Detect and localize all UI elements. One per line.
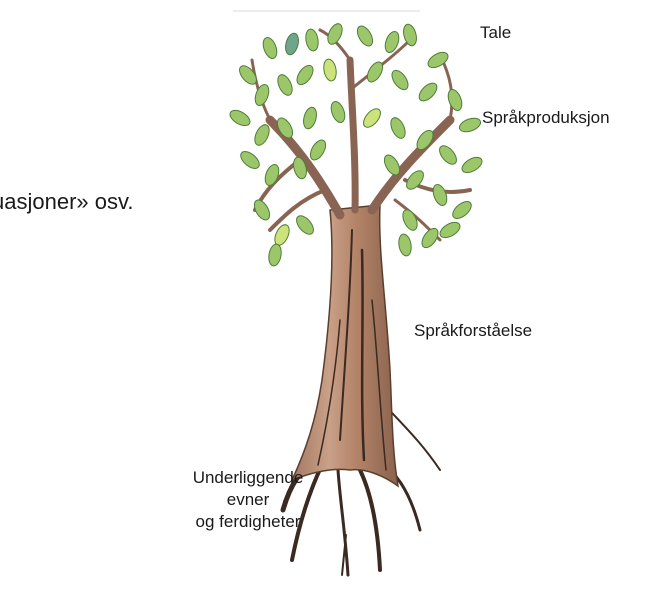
label-underliggende-line1: Underliggende evner — [178, 467, 318, 511]
tree-trunk — [292, 205, 398, 486]
label-sprakproduksjon: Språkproduksjon — [482, 107, 610, 129]
label-underliggende: Underliggende evner og ferdigheter — [178, 467, 318, 533]
label-tale: Tale — [480, 22, 511, 44]
label-sprakforstaelse: Språkforståelse — [414, 320, 532, 342]
label-underliggende-line2: og ferdigheter — [178, 511, 318, 533]
